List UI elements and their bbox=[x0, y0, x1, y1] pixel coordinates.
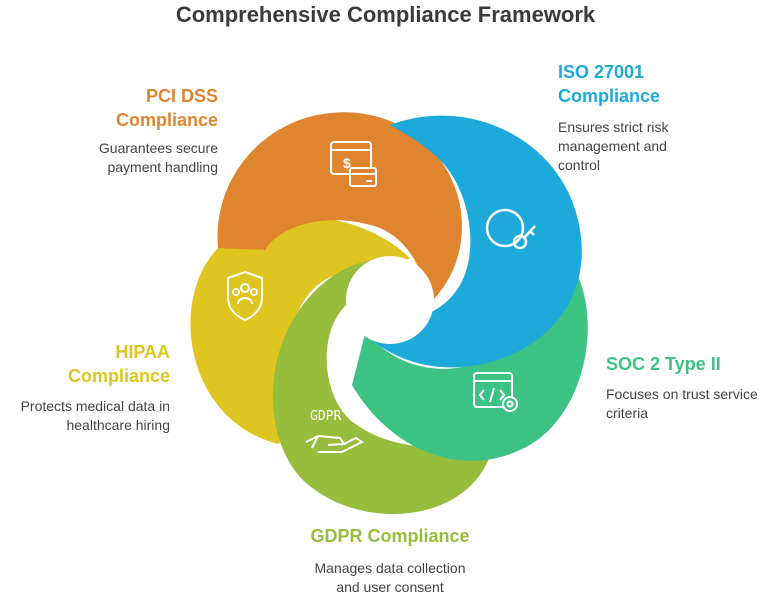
payment-card-icon: $ bbox=[330, 141, 377, 187]
iso-petal bbox=[352, 115, 582, 368]
gdpr-description: Manages data collection and user consent bbox=[314, 560, 466, 595]
soc2-title: SOC 2 Type II bbox=[606, 354, 721, 374]
hipaa-title: HIPAA Compliance bbox=[67, 342, 170, 386]
key-icon bbox=[485, 208, 536, 250]
pci-title: PCI DSS Compliance bbox=[115, 86, 218, 130]
code-settings-icon bbox=[473, 372, 518, 412]
pci-petal bbox=[217, 112, 462, 305]
hipaa-petal bbox=[190, 216, 410, 444]
svg-text:$: $ bbox=[343, 155, 351, 171]
center-hole bbox=[346, 256, 434, 344]
pci-description: Guarantees secure payment handling bbox=[98, 140, 218, 175]
iso-description: Ensures strict risk management and contr… bbox=[558, 119, 669, 173]
iso-title: ISO 27001 Compliance bbox=[558, 62, 661, 106]
gdpr-hand-icon: GDPR bbox=[305, 409, 364, 453]
gdpr-title: GDPR Compliance bbox=[310, 526, 470, 546]
soc2-description: Focuses on trust service criteria bbox=[606, 386, 758, 421]
svg-text:GDPR: GDPR bbox=[310, 409, 341, 424]
shield-people-icon bbox=[227, 270, 263, 322]
hipaa-description: Protects medical data in healthcare hiri… bbox=[20, 398, 170, 433]
diagram-title: Comprehensive Compliance Framework bbox=[175, 2, 596, 27]
